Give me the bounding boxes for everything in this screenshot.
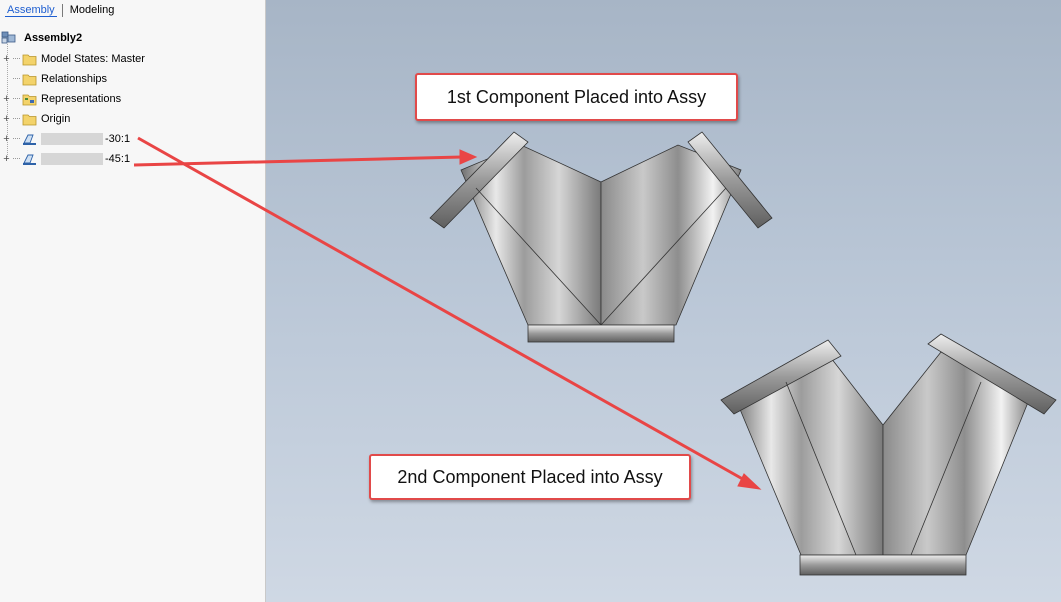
- representations-folder-icon: [22, 94, 37, 105]
- tree-connector: [13, 78, 20, 80]
- tree-connector: [13, 98, 20, 100]
- tree-item-origin[interactable]: + Origin: [0, 110, 264, 128]
- tree-item-component-45[interactable]: + -45:1: [0, 150, 264, 168]
- tab-modeling[interactable]: Modeling: [69, 4, 115, 16]
- expand-icon[interactable]: +: [3, 52, 10, 65]
- tree-guide-line: [7, 44, 8, 159]
- assembly-icon: [1, 31, 16, 44]
- tree-item-relationships[interactable]: Relationships: [0, 70, 264, 88]
- tree-item-label: Model States: Master: [41, 53, 145, 65]
- part-icon: [23, 154, 36, 165]
- browser-tabs: Assembly Modeling: [0, 0, 265, 20]
- tree-connector: [13, 58, 20, 60]
- tree-item-label: -45:1: [105, 152, 131, 165]
- tree-item-representations[interactable]: + Representations: [0, 90, 264, 108]
- arrow-head: [737, 473, 762, 490]
- redacted-name: [41, 153, 103, 166]
- tree-item-component-30[interactable]: + -30:1: [0, 130, 264, 148]
- component-45-model[interactable]: [720, 333, 1057, 576]
- redacted-name: [41, 133, 103, 146]
- model-browser-panel: Assembly Modeling Assembly2 + Model Stat…: [0, 0, 266, 602]
- callout-first-component: 1st Component Placed into Assy: [415, 73, 738, 121]
- expand-icon[interactable]: +: [3, 132, 10, 145]
- tree-connector: [13, 118, 20, 120]
- viewport-scene: [133, 131, 1057, 576]
- component-30-model[interactable]: [429, 131, 773, 343]
- graphics-viewport[interactable]: 1st Component Placed into Assy 2nd Compo…: [133, 0, 1061, 602]
- tab-separator: [61, 3, 63, 17]
- folder-icon: [22, 54, 37, 65]
- expand-icon[interactable]: +: [3, 92, 10, 105]
- tree-connector: [13, 158, 20, 160]
- tab-assembly[interactable]: Assembly: [5, 3, 57, 17]
- callout-second-component: 2nd Component Placed into Assy: [369, 454, 691, 500]
- tree-connector: [13, 138, 20, 140]
- tree-root-assembly[interactable]: Assembly2: [1, 31, 82, 44]
- expand-icon[interactable]: +: [3, 112, 10, 125]
- arrow-head: [459, 149, 478, 165]
- tree-item-label: Relationships: [41, 73, 108, 85]
- expand-icon[interactable]: +: [3, 152, 10, 165]
- part-icon: [23, 134, 36, 145]
- tree-item-label: -30:1: [105, 132, 131, 145]
- tree-item-model-states[interactable]: + Model States: Master: [0, 50, 264, 68]
- tree-item-label: Representations: [41, 93, 122, 105]
- folder-icon: [22, 74, 37, 85]
- annotation-arrows: [133, 136, 762, 490]
- tree-root-label: Assembly2: [24, 31, 83, 44]
- tree-item-label: Origin: [41, 113, 71, 125]
- folder-icon: [22, 114, 37, 125]
